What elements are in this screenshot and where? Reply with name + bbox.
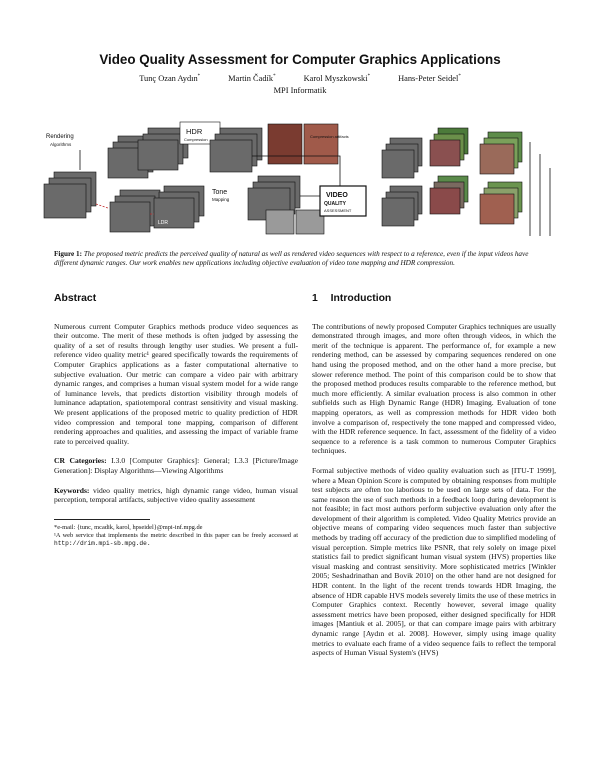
vqa-assessment: ASSESSMENT (324, 208, 352, 213)
distortion-map (479, 193, 515, 225)
right-column: 1 Introduction The contributions of newl… (312, 293, 556, 668)
video-frame (109, 201, 151, 233)
video-frame (209, 139, 253, 173)
vqa-quality: QUALITY (324, 201, 347, 207)
metric-output-diagram (381, 127, 551, 236)
web-service-link[interactable]: http://drim.mpi-sb.mpg.de. (54, 539, 151, 547)
video-frame (381, 197, 415, 227)
caption-text: The proposed metric predicts the perceiv… (54, 250, 529, 267)
tone-sub-label: Mapping (212, 197, 230, 202)
left-column: Abstract Numerous current Computer Graph… (54, 294, 298, 548)
author: Martin Čadík* (228, 74, 276, 83)
pipeline-diagram: Rendering Algorithms HDR Compression Com… (43, 121, 367, 235)
compression-label: Compression artifacts (310, 134, 349, 139)
distortion-map (429, 139, 461, 167)
keywords-label: Keywords: (54, 485, 90, 495)
tone-crop (295, 209, 325, 235)
keywords: Keywords: video quality metrics, high dy… (54, 486, 298, 505)
rendering-label: Rendering (46, 134, 74, 140)
footnote-web: ¹A web service that implements the metri… (54, 531, 298, 547)
footnote-rule (54, 518, 150, 520)
abstract-heading: Abstract (54, 293, 97, 304)
section-title: Introduction (330, 293, 392, 304)
video-frame (137, 139, 179, 171)
caption-label: Figure 1: (54, 250, 83, 258)
cr-categories: CR Categories: I.3.0 [Computer Graphics]… (54, 456, 298, 475)
vqa-box (319, 185, 367, 217)
author: Karol Myszkowski* (303, 74, 371, 83)
distortion-map (429, 187, 461, 215)
arrow (95, 203, 109, 209)
rendering-sub-label: Algorithms (50, 142, 72, 147)
intro-paragraph: The contributions of newly proposed Comp… (312, 321, 556, 456)
compression-crop (303, 123, 339, 165)
compression-crop (267, 123, 303, 165)
introduction-heading: 1 Introduction (312, 293, 556, 304)
tone-label: Tone (212, 189, 227, 196)
affiliation: MPI Informatik (273, 86, 327, 95)
video-frame (43, 183, 87, 219)
footnote-email: *e-mail: {tunc, mcadik, karol, hpseidel}… (54, 523, 203, 531)
distortion-map (479, 143, 515, 175)
author-list: Tunç Ozan Aydın* Martin Čadík* Karol Mys… (0, 74, 600, 83)
paper-title: Video Quality Assessment for Computer Gr… (99, 52, 501, 67)
hdr-sub-label: Compression (184, 137, 208, 142)
abstract-body: Numerous current Computer Graphics metho… (54, 321, 298, 446)
cr-label: CR Categories: (54, 456, 107, 466)
keywords-text: video quality metrics, high dynamic rang… (54, 485, 298, 505)
cr-text: I.3.0 [Computer Graphics]: General; I.3.… (54, 456, 299, 475)
intro-paragraph: Formal subjective methods of video quali… (312, 465, 556, 658)
author: Hans-Peter Seidel* (398, 74, 461, 83)
video-frame (381, 149, 415, 179)
teaser-figure: Rendering Algorithms HDR Compression Com… (40, 104, 560, 244)
figure-caption: Figure 1: The proposed metric predicts t… (54, 250, 546, 268)
hdr-label: HDR (186, 127, 203, 136)
arrow (252, 155, 341, 190)
ldr-label: LDR (158, 220, 168, 226)
tone-crop (265, 209, 295, 235)
video-frame (153, 197, 195, 229)
section-number: 1 (312, 293, 318, 304)
author: Tunç Ozan Aydın* (139, 74, 201, 83)
vqa-title: VIDEO (326, 192, 348, 199)
